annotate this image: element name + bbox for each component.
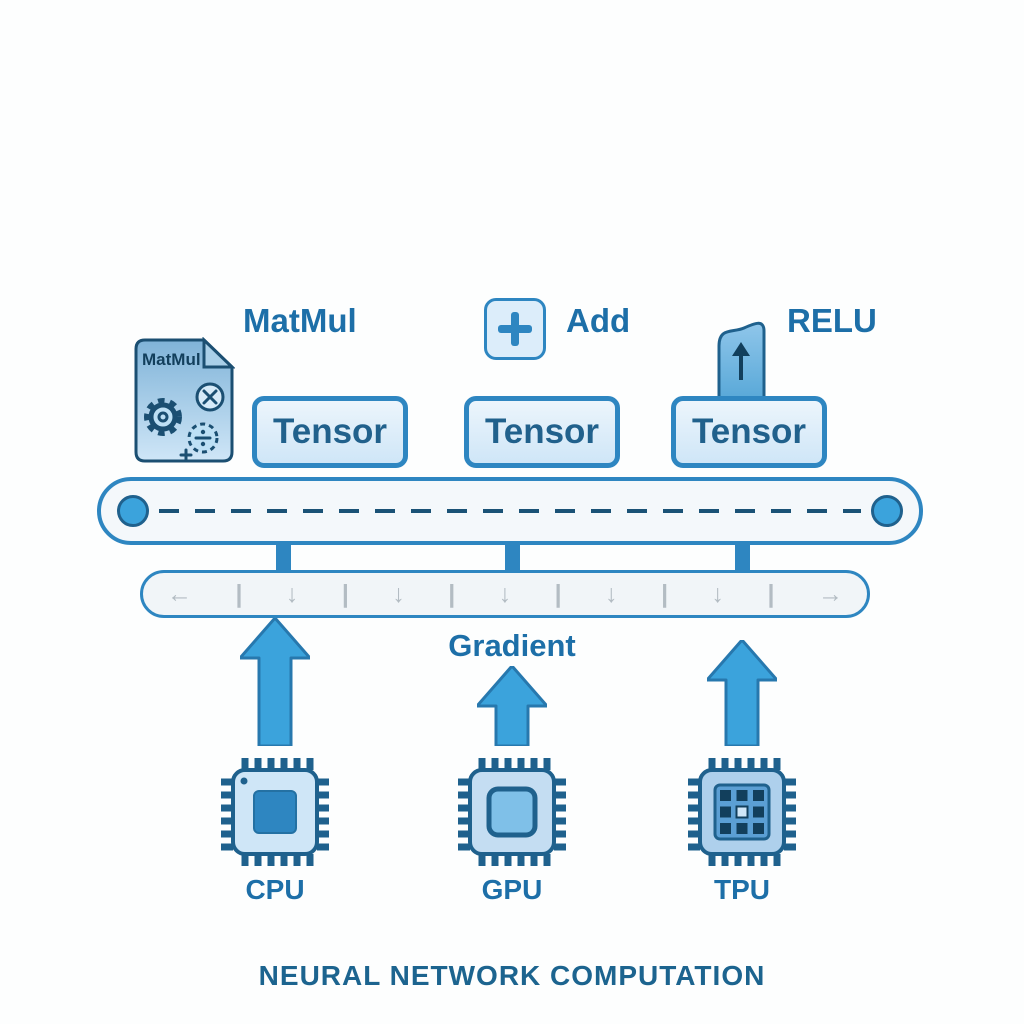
tensor-label: Tensor [272, 412, 388, 451]
tpu-core-grid [720, 790, 764, 834]
belt-connector [276, 541, 291, 577]
relu-curve-icon [717, 321, 766, 402]
divide-icon [187, 422, 219, 454]
up-arrow-icon [240, 618, 310, 746]
chip-pins [688, 758, 796, 866]
conveyor-belt [97, 477, 923, 545]
up-arrow-icon [477, 666, 547, 746]
tensor-box-1: Tensor [252, 396, 408, 468]
tensor-box-2: Tensor [464, 396, 620, 468]
matmul-icon-text: MatMul [142, 350, 201, 369]
tick-icon: | [554, 579, 562, 608]
tensor-label: Tensor [484, 412, 600, 451]
up-arrow-icon [707, 640, 777, 746]
tick-icon: | [341, 579, 349, 608]
up-arrow-small-icon [732, 342, 750, 380]
belt-connector [735, 541, 750, 577]
tensor-label: Tensor [691, 412, 807, 451]
belt-dashed-line [159, 509, 861, 513]
matmul-label: MatMul [243, 302, 357, 339]
right-arrow-icon: → [817, 579, 843, 608]
cpu-chip-icon [221, 758, 329, 866]
belt-roller-right [871, 495, 903, 527]
relu-label: RELU [787, 302, 877, 339]
down-arrow-icon: ↓ [392, 579, 405, 608]
cpu-label: CPU [245, 874, 305, 905]
add-label: Add [566, 302, 631, 339]
tpu-label: TPU [714, 874, 770, 905]
multiply-icon [195, 382, 225, 412]
tpu-chip-icon [688, 758, 796, 866]
gear-icon [144, 398, 182, 436]
page-title: NEURAL NETWORK COMPUTATION [258, 960, 766, 991]
down-arrow-icon: ↓ [285, 579, 299, 608]
tensor-box-3: Tensor [671, 396, 827, 468]
gpu-label: GPU [481, 874, 543, 905]
tick-icon: | [661, 579, 669, 608]
tick-icon: | [448, 579, 456, 608]
matmul-file-icon: MatMul [134, 337, 235, 463]
down-arrow-icon: ↓ [605, 579, 618, 608]
gradient-track: ← | ↓ | ↓ | ↓ | ↓ | ↓ | → [140, 570, 870, 618]
plus-icon [484, 298, 546, 360]
tick-icon: | [767, 579, 775, 608]
gpu-chip-icon [458, 758, 566, 866]
chip-pins [221, 758, 329, 866]
belt-roller-left [117, 495, 149, 527]
chip-pins [458, 758, 566, 866]
down-arrow-icon: ↓ [711, 579, 725, 608]
down-arrow-icon: ↓ [498, 579, 512, 608]
folded-corner-icon [202, 337, 235, 369]
tick-icon: | [235, 579, 243, 608]
belt-connector [505, 541, 520, 577]
small-plus-icon [179, 448, 193, 462]
gradient-label: Gradient [448, 628, 576, 663]
left-arrow-icon: ← [167, 579, 192, 608]
